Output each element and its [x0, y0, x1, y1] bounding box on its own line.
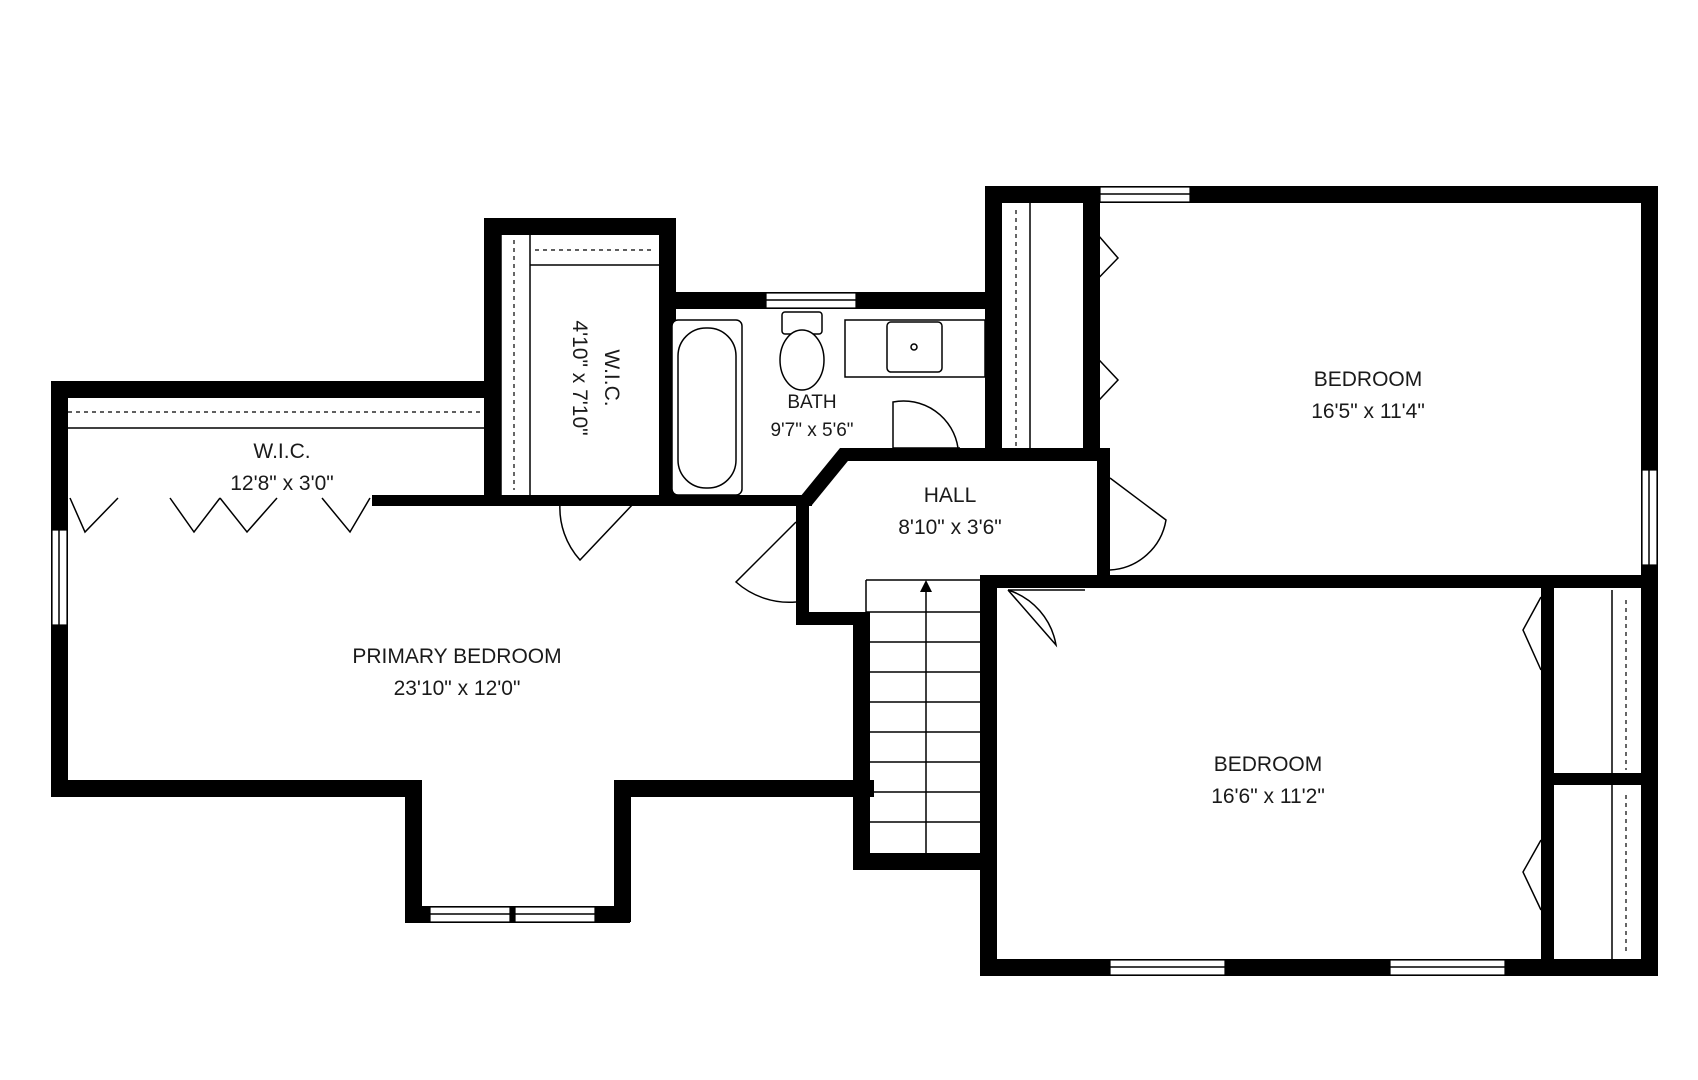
room-name: W.I.C. — [253, 440, 311, 463]
room-size: 12'8" x 3'0" — [230, 472, 334, 495]
sink-icon — [886, 321, 943, 373]
room-size: 23'10" x 12'0" — [393, 677, 521, 700]
stairs — [865, 579, 980, 853]
room-size: 4'10" x 7'10" — [568, 320, 591, 436]
room-name: HALL — [923, 484, 977, 507]
toilet-icon — [779, 329, 825, 391]
room-label-bath: BATH 9'7" x 5'6" — [770, 389, 853, 445]
closet-shelves — [68, 203, 1627, 959]
room-label-hall: HALL 8'10" x 3'6" — [898, 480, 1002, 544]
room-size: 16'6" x 11'2" — [1211, 785, 1325, 808]
room-label-wic-vertical: W.I.C. 4'10" x 7'10" — [563, 320, 627, 435]
room-name: PRIMARY BEDROOM — [352, 645, 562, 668]
stairs-up-arrow-icon — [920, 580, 932, 592]
room-name: BEDROOM — [1213, 753, 1323, 776]
room-size: 16'5" x 11'4" — [1311, 400, 1425, 423]
room-name: BEDROOM — [1313, 368, 1423, 391]
room-name: W.I.C. — [600, 349, 623, 407]
room-name: BATH — [787, 392, 837, 413]
room-label-primary-bedroom: PRIMARY BEDROOM 23'10" x 12'0" — [352, 641, 561, 705]
room-size: 9'7" x 5'6" — [770, 420, 854, 441]
room-label-bedroom-top: BEDROOM 16'5" x 11'4" — [1311, 364, 1425, 428]
room-label-wic-top: W.I.C. 12'8" x 3'0" — [230, 436, 334, 500]
bathtub-icon — [677, 327, 737, 489]
doors — [69, 219, 1542, 911]
bath-fixtures — [671, 311, 986, 496]
windows — [51, 186, 1658, 976]
room-size: 8'10" x 3'6" — [898, 516, 1002, 539]
room-label-bedroom-bottom: BEDROOM 16'6" x 11'2" — [1211, 749, 1325, 813]
